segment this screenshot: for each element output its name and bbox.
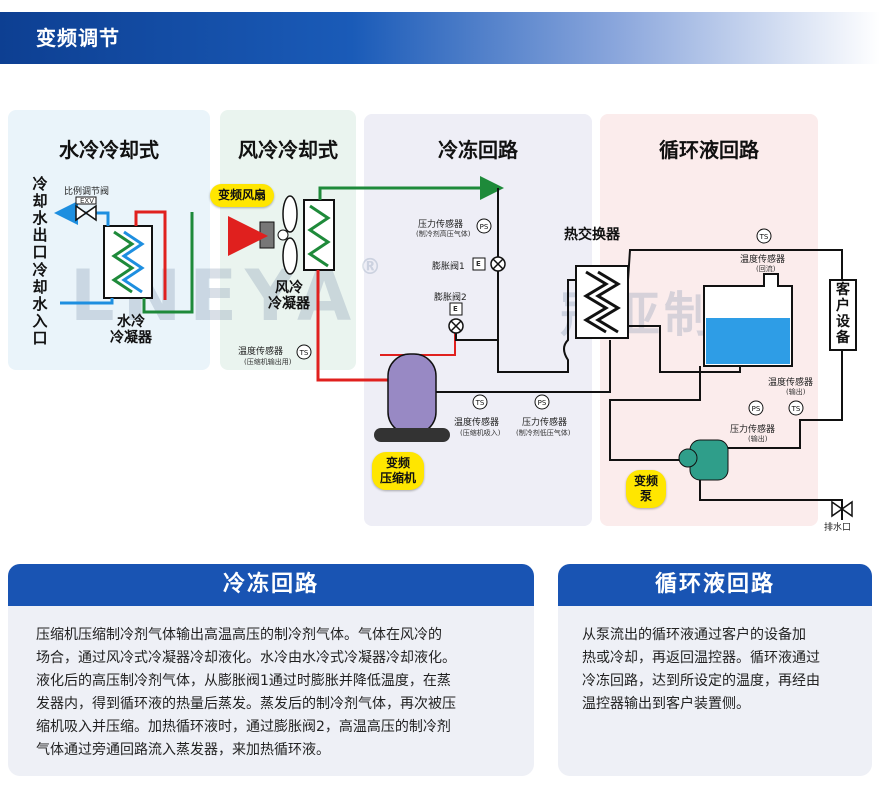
svg-text:TS: TS: [791, 405, 801, 413]
exv-label: EXV: [80, 197, 95, 205]
temp-sensor-out-sub: (输出): [786, 388, 806, 396]
info-circ-line: 从泵流出的循环液通过客户的设备加: [582, 627, 806, 643]
panel-water-cooled-title: 水冷冷却式: [59, 138, 159, 162]
temp-sensor-return-sub: (回流): [756, 265, 776, 273]
pump-icon: [678, 439, 729, 481]
suction-line: [410, 340, 611, 393]
temp-sensor-return-label: 温度传感器: [740, 255, 786, 265]
info-box-refrigeration: 冷冻回路 压缩机压缩制冷剂气体输出高温高压的制冷剂气体。气体在风冷的 场合，通过…: [8, 564, 534, 776]
panel-water-cooled: 水冷冷却式: [8, 110, 210, 370]
info-circulation-body: 从泵流出的循环液通过客户的设备加 热或冷却，再返回温控器。循环液通过 冷冻回路，…: [582, 624, 820, 716]
info-refrig-line: 缩机吸入并压缩。加热循环液时，通过膨胀阀2，高温高压的制冷剂: [36, 719, 451, 735]
heat-exchanger-label: 热交换器: [564, 227, 620, 243]
info-refrig-line: 场合，通过风冷式冷凝器冷却液化。水冷由水冷式冷凝器冷却液化。: [36, 650, 456, 666]
panel-refrigeration-title: 冷冻回路: [438, 138, 518, 162]
pressure-sensor-out-sub: (输出): [748, 435, 768, 443]
drain-label: 排水口: [824, 523, 852, 533]
water-outlet-label: 冷却水出口: [32, 175, 48, 261]
info-refrig-line: 压缩机压缩制冷剂气体输出高温高压的制冷剂气体。气体在风冷的: [36, 627, 442, 643]
fan-icon: [259, 195, 298, 275]
tank-icon: [703, 273, 793, 367]
temp-sensor-suction-sub: (压缩机吸入): [460, 429, 501, 437]
water-condenser-label: 水冷 冷凝器: [110, 314, 152, 346]
svg-text:PS: PS: [480, 223, 489, 231]
pressure-sensor-low-sub: (制冷剂低压气体): [516, 429, 571, 437]
svg-text:PS: PS: [752, 405, 761, 413]
sensor-icons: PS TS TS PS TS PS TS: [296, 218, 804, 416]
info-circ-line: 热或冷却，再返回温控器。循环液通过: [582, 650, 820, 666]
svg-text:TS: TS: [299, 349, 309, 357]
panel-circulation-title: 循环液回路: [659, 138, 759, 162]
refrig-liquid-line: [318, 176, 504, 200]
proportional-valve-icon: [75, 196, 97, 222]
expansion-valve-1-icon: [472, 256, 506, 272]
air-condenser-label: 风冷 冷凝器: [268, 280, 310, 312]
bypass-line: [380, 326, 456, 356]
air-condenser: [303, 199, 335, 271]
section-header: 变频调节: [0, 12, 880, 64]
water-inlet-label: 冷却水入口: [32, 261, 48, 347]
customer-equipment-label: 客户设备: [836, 282, 850, 346]
temp-sensor-discharge-sub: (压缩机输出用): [244, 358, 292, 366]
proportional-valve-label: 比例调节阀: [64, 187, 110, 197]
info-refrig-line: 气体通过旁通回路流入蒸发器，来加热循环液。: [36, 742, 330, 758]
water-inlet-line: [60, 298, 114, 305]
info-refrigeration-title: 冷冻回路: [8, 564, 534, 606]
info-circ-line: 冷冻回路，达到所设定的温度，再经由: [582, 673, 820, 689]
pressure-sensor-high-label: 压力传感器: [418, 220, 464, 230]
panel-air-cooled-title: 风冷冷却式: [238, 138, 338, 162]
pressure-sensor-out-label: 压力传感器: [730, 425, 776, 435]
info-refrig-line: 液化后的高压制冷剂气体，从膨胀阀1通过时膨胀并降低温度，在蒸: [36, 673, 451, 689]
expansion-valve-1-label: 膨胀阀1: [432, 262, 465, 272]
compressor-icon: [374, 353, 450, 442]
temp-sensor-suction-label: 温度传感器: [454, 418, 500, 428]
expansion-valve-2-icon: [448, 302, 464, 334]
water-refrig-cold-line: [142, 212, 194, 314]
section-title: 变频调节: [36, 26, 120, 50]
info-circ-line: 温控器输出到客户装置侧。: [582, 696, 750, 712]
info-circulation-title: 循环液回路: [558, 564, 872, 606]
inverter-fan-badge: 变频风扇: [210, 184, 275, 207]
heat-exchanger-icon: [575, 265, 629, 339]
e-mark-2: E: [453, 305, 458, 313]
water-refrig-hot-line: [134, 210, 167, 300]
expansion-valve-2-label: 膨胀阀2: [434, 293, 467, 303]
inverter-compressor-badge: 变频 压缩机: [372, 452, 425, 490]
customer-equipment-box: [829, 279, 857, 351]
svg-text:PS: PS: [538, 399, 547, 407]
refrig-hot-line: [316, 270, 388, 382]
temp-sensor-out-label: 温度传感器: [768, 378, 814, 388]
info-refrig-line: 发器内，得到循环液的热量后蒸发。蒸发后的制冷剂气体，再次被压: [36, 696, 456, 712]
svg-text:TS: TS: [759, 233, 769, 241]
inverter-pump-badge: 变频 泵: [626, 470, 667, 508]
temp-sensor-discharge-label: 温度传感器: [238, 347, 284, 357]
drain-valve-icon: [831, 500, 853, 518]
svg-text:TS: TS: [475, 399, 485, 407]
pressure-sensor-high-sub: (制冷剂高压气体): [416, 230, 471, 238]
info-refrigeration-body: 压缩机压缩制冷剂气体输出高温高压的制冷剂气体。气体在风冷的 场合，通过风冷式冷凝…: [36, 624, 456, 762]
water-condenser: [103, 225, 153, 299]
info-box-circulation: 循环液回路 从泵流出的循环液通过客户的设备加 热或冷却，再返回温控器。循环液通过…: [558, 564, 872, 776]
pressure-sensor-low-label: 压力传感器: [522, 418, 568, 428]
e-mark-1: E: [476, 260, 481, 268]
